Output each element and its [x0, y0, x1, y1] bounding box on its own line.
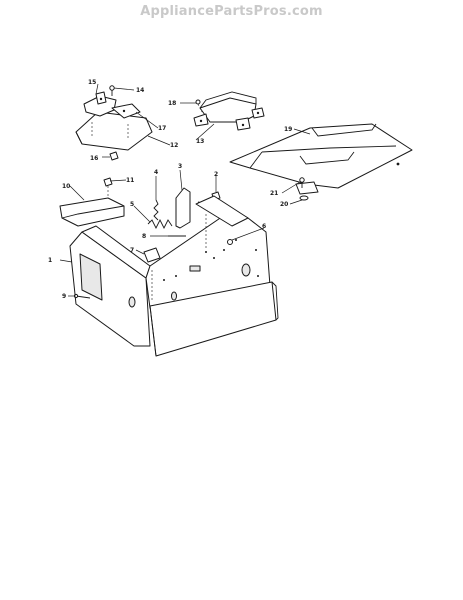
part-20-washer [299, 195, 309, 201]
part-4-spring [153, 176, 159, 221]
callout-16: 16 [90, 155, 98, 162]
callout-15: 15 [88, 79, 96, 86]
callout-21: 21 [270, 190, 278, 197]
callout-6: 6 [262, 223, 266, 230]
callout-1: 1 [48, 257, 52, 264]
part-7-bracket [143, 247, 161, 263]
callout-19: 19 [284, 126, 292, 133]
callout-labels: 1 2 3 4 5 6 7 8 9 10 11 12 13 14 15 16 1… [48, 79, 292, 300]
callout-5: 5 [130, 201, 134, 208]
callout-10: 10 [62, 183, 70, 190]
part-13-bracket [193, 91, 265, 131]
part-17-bracket [111, 103, 141, 119]
watermark: AppliancePartsPros.com [140, 4, 323, 19]
callout-7: 7 [130, 247, 134, 254]
part-6-bolt [227, 239, 233, 245]
part-11-screw [103, 177, 113, 198]
callout-18: 18 [168, 100, 176, 107]
part-21-screw [299, 177, 305, 188]
callout-12: 12 [170, 142, 178, 149]
part-18-screw [195, 99, 203, 113]
part-16-nut [109, 151, 119, 161]
part-19-panel [229, 123, 413, 195]
part-15-bracket [83, 91, 117, 117]
callout-11: 11 [126, 177, 134, 184]
part-3-plate [175, 187, 191, 229]
leader-lines [59, 83, 311, 297]
callout-8: 8 [142, 233, 146, 240]
callout-3: 3 [178, 163, 182, 170]
callout-17: 17 [158, 125, 166, 132]
callout-14: 14 [136, 87, 144, 94]
callout-9: 9 [62, 293, 66, 300]
part-12-plate [75, 111, 153, 151]
callout-4: 4 [154, 169, 158, 176]
part-14-screw [109, 85, 115, 96]
part-5-spring [147, 218, 173, 230]
part-10-panel [59, 197, 125, 227]
callout-13: 13 [196, 138, 204, 145]
callout-2: 2 [214, 171, 218, 178]
part-1-housing [69, 195, 279, 357]
callout-20: 20 [280, 201, 288, 208]
